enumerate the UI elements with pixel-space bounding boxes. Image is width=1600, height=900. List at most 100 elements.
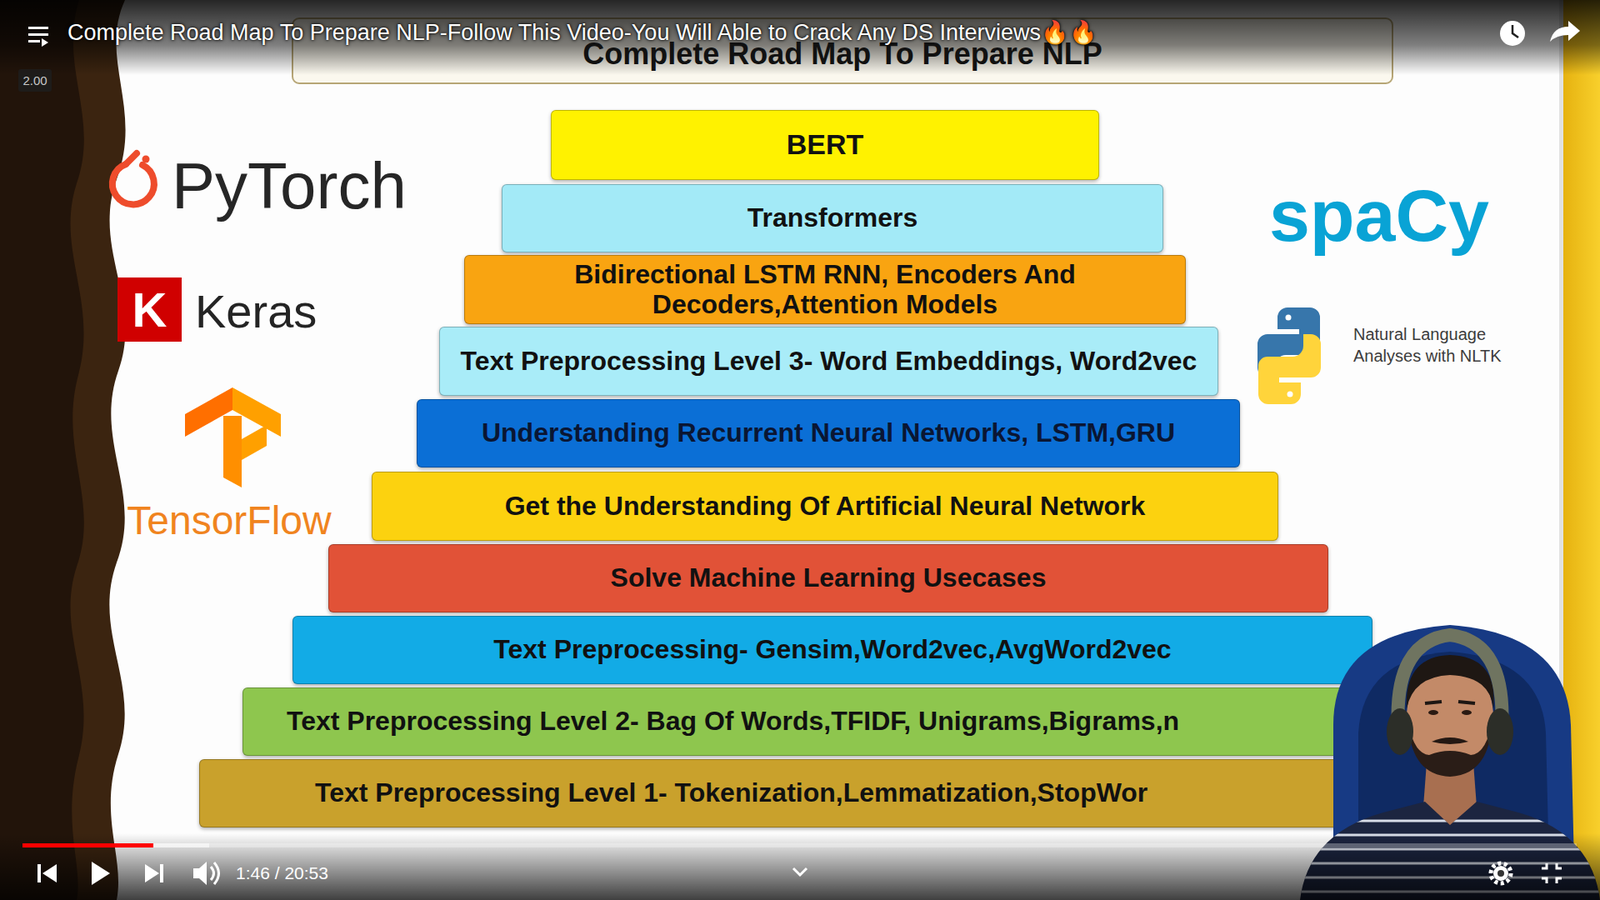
shirt-stripes [1300,820,1600,892]
chevron-icon [793,868,807,875]
roadmap-band: Get the Understanding Of Artificial Neur… [371,471,1279,541]
left-wave [0,0,126,900]
playlist-icon-part [28,33,49,36]
keras-wordmark-area: Keras [195,283,387,339]
band-label: Text Preprocessing Level 3- Word Embeddi… [460,346,1198,376]
bottom-shade [0,833,1600,900]
playlist-icon-part [41,38,49,47]
roadmap-band: Transformers [501,184,1164,253]
shirt-stripes-part [1300,876,1600,880]
top-shade [0,0,1600,75]
next-button [145,864,164,883]
band-label: Transformers [747,203,919,233]
shirt-stripes-part [1300,834,1600,837]
progress-played [22,843,154,848]
playlist-icon-part [28,40,40,43]
band-label: Text Preprocessing Level 2- Bag Of Words… [286,706,1180,736]
roadmap-band: Text Preprocessing Level 2- Bag Of Words… [242,687,1409,756]
watch-later-icon-part [1500,20,1525,46]
band-label: Solve Machine Learning Usecases [610,563,1047,593]
eye [1461,710,1472,715]
shirt-stripes-part [1300,820,1600,823]
time-display-area: 1:46 / 20:53 [235,861,403,885]
tensorflow-wordmark-area: TensorFlow [112,496,346,544]
volume-button-part [214,862,220,885]
watch-later-icon [1500,20,1525,46]
python-icon [1257,307,1321,405]
video-title-area: Complete Road Map To Prepare NLP-Follow … [67,15,1443,50]
share-icon [1550,20,1580,42]
headphone-band [1398,635,1503,730]
tensorflow-wordmark: TensorFlow [126,497,331,544]
shirt-stripes-part [1300,848,1600,851]
video-title: Complete Road Map To Prepare NLP-Follow … [67,19,1098,46]
playlist-icon [28,26,49,47]
settings-button-part [1493,865,1509,881]
playback-speed-area: 2.00 [18,69,52,92]
settings-button [1490,863,1511,884]
roadmap-band: Bidirectional LSTM RNN, Encoders And Dec… [464,255,1186,325]
beard [1408,725,1492,777]
band-label: Bidirectional LSTM RNN, Encoders And Dec… [481,260,1169,319]
settings-button-part [1497,870,1505,877]
tensorflow-icon-part [241,425,267,460]
python-icon-part [1258,334,1321,405]
roadmap-band: Text Preprocessing- Gensim,Word2vec,AvgW… [292,615,1373,685]
python-icon-part-part [1258,334,1321,405]
left-wave-inner [0,0,85,900]
playback-speed: 2.00 [22,73,47,88]
spacy-wordmark: spaCy [1269,173,1490,259]
headphone-cup [1386,708,1414,755]
time-display: 1:46 / 20:53 [235,863,329,884]
next-button-part [145,864,160,883]
volume-button-part [210,866,215,880]
pytorch-icon-part [142,155,150,164]
python-icon-part-part [1287,391,1294,398]
spacy-wordmark-area: spaCy [1250,171,1509,260]
exit-fullscreen-button [1541,863,1562,884]
tensorflow-icon-part [223,415,242,488]
tensorflow-icon [185,387,281,488]
settings-button-part [1490,863,1511,884]
python-icon-part [1285,315,1292,321]
band-label: BERT [786,129,865,160]
keras-icon [117,277,182,342]
shirt [1300,801,1600,900]
presenter-webcam [1300,583,1600,900]
mustache [1431,737,1469,745]
progress-track [22,843,1577,848]
playlist-icon-part [28,26,49,30]
keras-wordmark: Keras [195,284,317,339]
pytorch-wordmark-area: PyTorch [171,146,447,226]
shirt-stripes-part [1300,862,1600,865]
pytorch-wordmark: PyTorch [171,148,407,225]
roadmap-band: Text Preprocessing Level 3- Word Embeddi… [439,326,1219,396]
previous-button-part [37,864,41,883]
progress-buffer [22,843,210,848]
band-label: Text Preprocessing- Gensim,Word2vec,AvgW… [493,635,1171,665]
hair [1406,655,1495,709]
eye [1428,710,1439,715]
previous-button [37,864,57,883]
nltk-caption: Natural Language Analyses with NLTK [1353,323,1533,367]
previous-button-part [42,864,57,883]
pytorch-icon-part [112,164,155,205]
nltk-caption-area: Natural Language Analyses with NLTK [1353,316,1533,374]
watch-later-icon-part [1512,25,1519,38]
play-button [91,861,110,885]
keras-letter: K [132,281,168,338]
headphone-cup [1486,708,1514,755]
band-label: Understanding Recurrent Neural Networks,… [481,418,1175,448]
band-label: Text Preprocessing Level 1- Tokenization… [315,778,1148,808]
eyebrow [1425,701,1475,704]
roadmap-band: BERT [550,110,1100,180]
keras-letter-area: K [117,277,182,342]
shirt-stripes-part [1300,890,1600,894]
roadmap-band: Solve Machine Learning Usecases [328,544,1329,613]
volume-button [193,861,220,885]
pytorch-icon-part [125,153,137,165]
pytorch-icon [112,153,155,205]
band-label: Get the Understanding Of Artificial Neur… [505,491,1146,521]
